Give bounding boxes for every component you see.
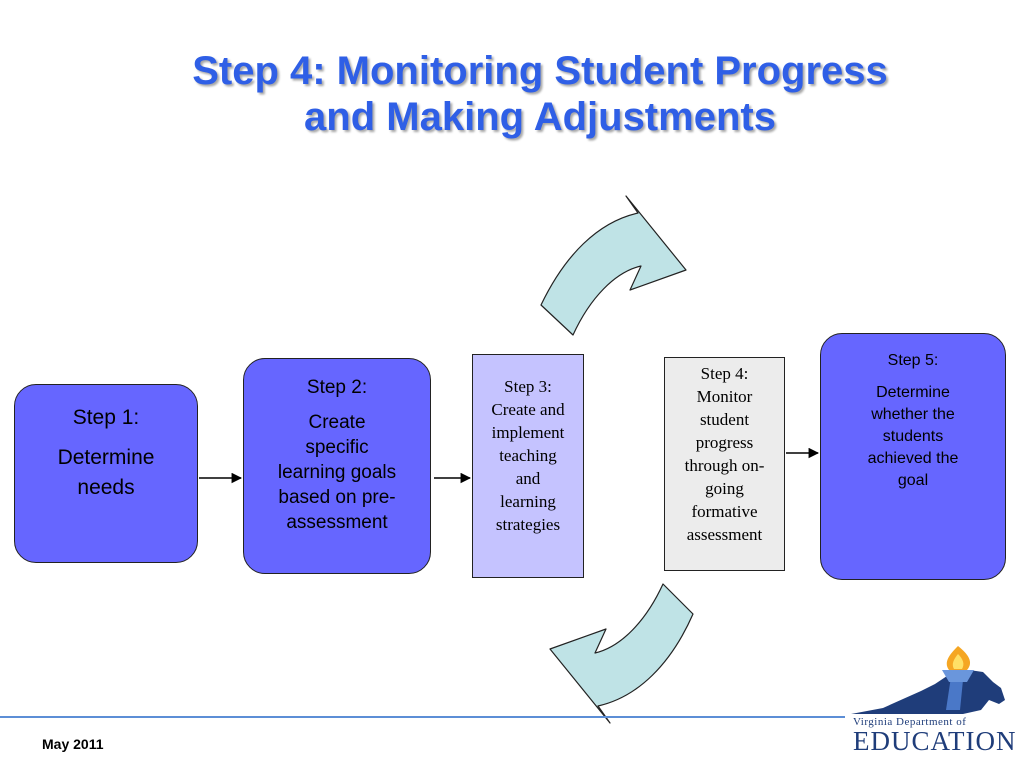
logo-text-bottom: EDUCATION bbox=[853, 726, 1017, 756]
step-2-text: based on pre- bbox=[278, 487, 396, 508]
step-2-text: assessment bbox=[286, 512, 388, 533]
footer-divider bbox=[0, 716, 845, 718]
step-2-heading: Step 2: bbox=[306, 377, 368, 398]
step-3-heading: Step 3: bbox=[504, 377, 552, 396]
virginia-state-shape bbox=[851, 670, 1005, 714]
step-4-text: formative bbox=[691, 502, 758, 521]
torch-flame-inner bbox=[952, 654, 964, 669]
step-3-text: Create and bbox=[491, 400, 565, 419]
curved-arrow-bottom bbox=[549, 583, 694, 724]
torch-cup bbox=[942, 670, 974, 682]
step-5-heading: Step 5: bbox=[887, 352, 939, 369]
slide-title: Step 4: Monitoring Student Progress and … bbox=[100, 48, 980, 140]
step-3-text: implement bbox=[491, 423, 565, 442]
step-2-text: learning goals bbox=[277, 462, 397, 483]
step-4-text: progress bbox=[695, 433, 754, 452]
step-3-box: Step 3: Create and implement teaching an… bbox=[472, 354, 584, 578]
step-1-box: Step 1: Determine needs bbox=[14, 384, 198, 563]
step-4-text: through on- bbox=[684, 456, 765, 475]
step-5-box: Step 5: Determine whether the students a… bbox=[820, 333, 1006, 580]
step-4-text: student bbox=[699, 410, 750, 429]
step-5-text: Determine bbox=[876, 384, 950, 401]
step-5-text: students bbox=[882, 428, 944, 445]
step-4-box: Step 4: Monitor student progress through… bbox=[664, 357, 785, 571]
title-line-1: Step 4: Monitoring Student Progress bbox=[192, 49, 888, 93]
title-line-2: and Making Adjustments bbox=[304, 95, 776, 139]
virginia-torch-logo-icon bbox=[851, 646, 1005, 714]
step-1-text: Determine bbox=[57, 446, 155, 469]
step-4-text: Monitor bbox=[696, 387, 753, 406]
step-2-box: Step 2: Create specific learning goals b… bbox=[243, 358, 431, 574]
step-5-text: whether the bbox=[871, 406, 955, 423]
step-3-text: learning bbox=[500, 492, 556, 511]
step-5-text: goal bbox=[897, 472, 929, 489]
step-1-heading: Step 1: bbox=[72, 406, 140, 429]
step-4-text: assessment bbox=[686, 525, 763, 544]
step-2-text: specific bbox=[305, 437, 369, 458]
vdoe-logo: Virginia Department of EDUCATION bbox=[843, 644, 1017, 762]
step-3-text: teaching bbox=[499, 446, 557, 465]
curved-arrow-top bbox=[540, 195, 687, 336]
step-5-text: achieved the bbox=[867, 450, 959, 467]
logo-text-top: Virginia Department of bbox=[853, 716, 967, 728]
step-1-text: needs bbox=[77, 476, 135, 499]
step-4-heading: Step 4: bbox=[700, 364, 749, 383]
footer-date: May 2011 bbox=[42, 736, 104, 752]
step-3-text: and bbox=[515, 469, 541, 488]
step-4-text: going bbox=[705, 479, 744, 498]
step-3-text: strategies bbox=[495, 515, 561, 534]
step-2-text: Create bbox=[308, 412, 366, 433]
